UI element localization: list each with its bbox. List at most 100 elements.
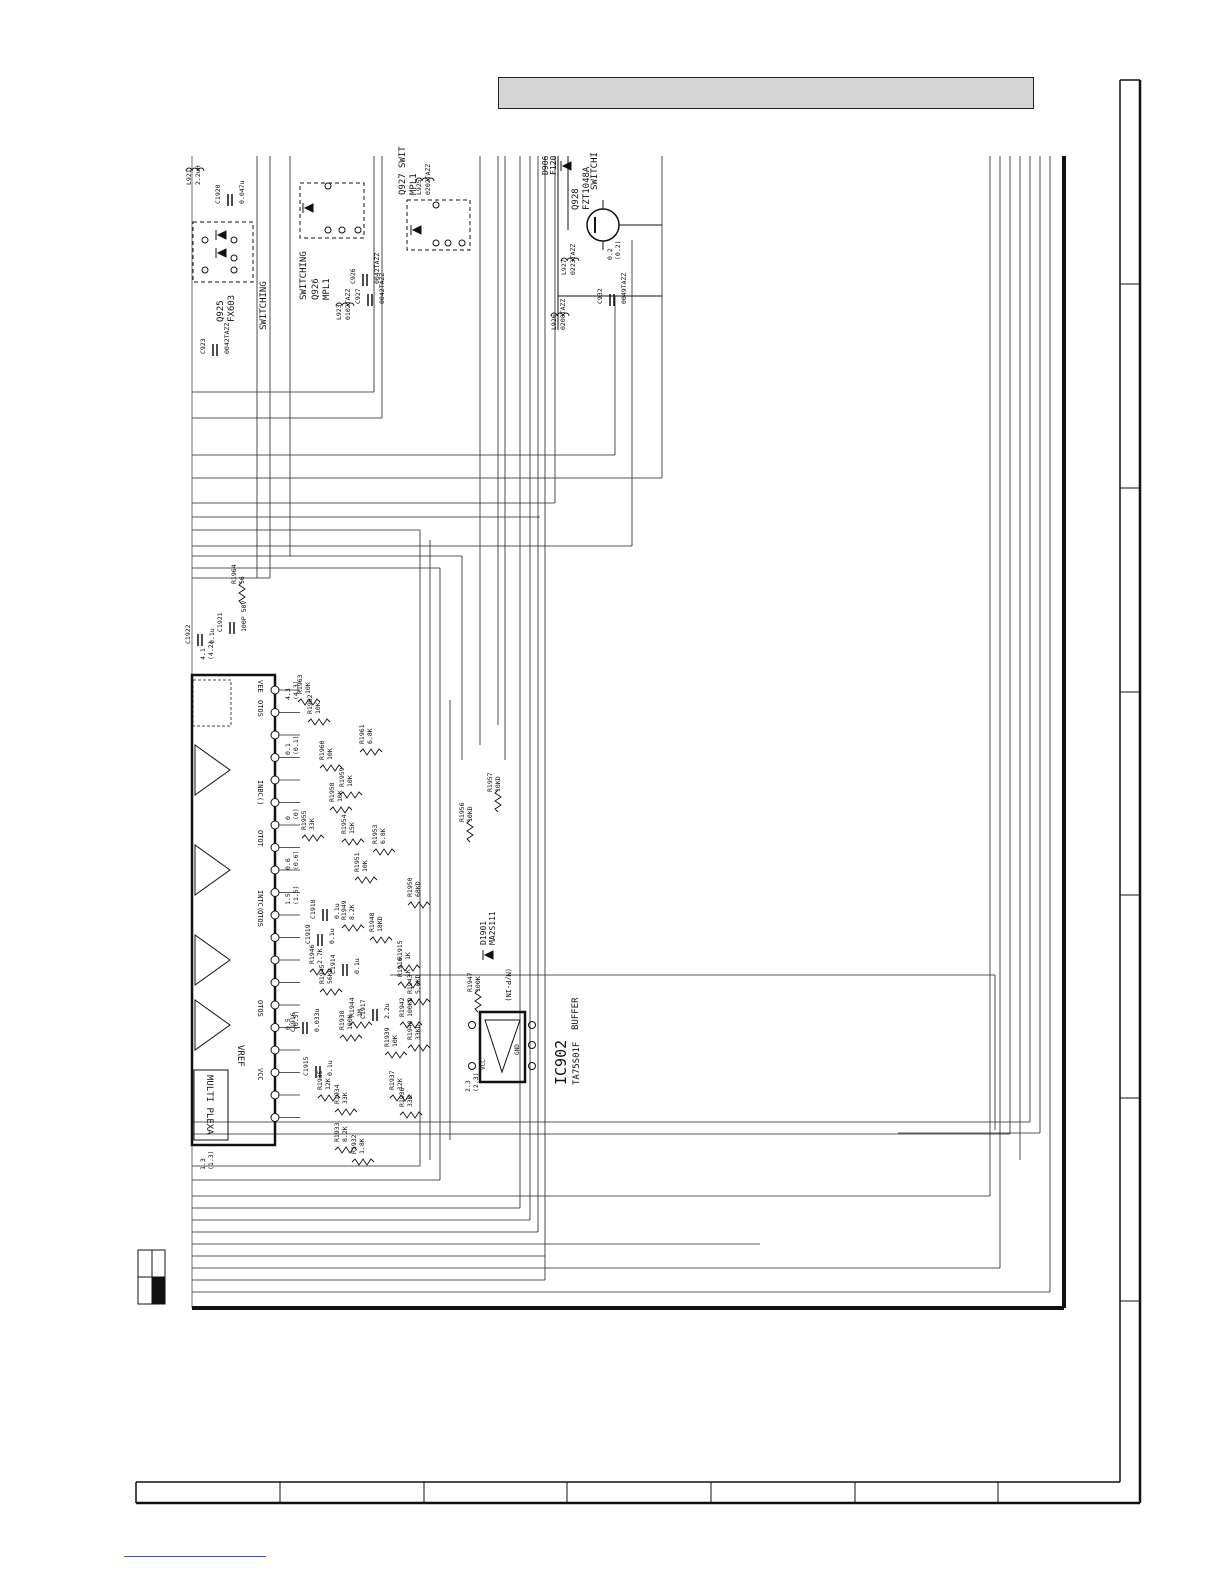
coil-value: 0208TAZZ <box>559 299 567 330</box>
transistor-ref: Q925 <box>216 300 226 322</box>
capacitor-ref: C1914 <box>329 954 337 974</box>
diode-symbols <box>215 161 572 960</box>
resistor-ref: R1947 <box>466 972 474 992</box>
resistor-ref: R1962 <box>306 694 314 714</box>
voltage-label: (0.1) <box>292 735 300 755</box>
sheet-frame <box>135 79 1142 1505</box>
capacitor-ref: C927 <box>354 288 362 304</box>
voltage-label: (4.2) <box>207 640 215 660</box>
footer-link-underline[interactable] <box>124 1556 266 1557</box>
transistor-ref: Q927 <box>398 173 408 195</box>
voltage-label: 0.2 <box>606 248 614 260</box>
resistor-value: 56 <box>238 576 246 584</box>
ic-pin <box>270 753 280 762</box>
capacitor-ref: C923 <box>199 338 207 354</box>
ic-pin <box>270 910 280 920</box>
resistor-value: 33K <box>308 818 316 830</box>
transistor-part: MPL1 <box>322 278 332 300</box>
resistor-symbol <box>354 876 378 884</box>
resistor-ref: R1932 <box>350 1134 358 1154</box>
resistor-symbol <box>334 1108 358 1116</box>
resistor-value: 1K <box>404 952 412 960</box>
resistor-ref: R1961 <box>358 724 366 744</box>
voltage-label: (1.3) <box>207 1150 215 1170</box>
coil-value: 0202TAZZ <box>424 164 432 195</box>
resistor-symbol <box>339 791 363 799</box>
capacitor-ref: C1916 <box>289 1012 297 1032</box>
capacitor-ref: C926 <box>349 268 357 284</box>
voltage-label: (2.3) <box>472 1072 480 1092</box>
resistor-value: 56KD <box>326 968 334 984</box>
resistor-symbol <box>397 981 421 989</box>
resistor-ref: R1916 <box>396 957 404 977</box>
coil-ref: L923 <box>335 304 343 320</box>
resistor-symbol <box>319 764 343 772</box>
resistor-value: 68KD <box>414 881 422 897</box>
diode-part: F120 <box>549 156 558 175</box>
transistor-ref: Q928 <box>571 188 581 210</box>
voltage-label: 0.5 <box>284 1018 292 1030</box>
resistor-value: 10K <box>314 702 322 714</box>
ic-pin-name: VCC <box>256 1068 264 1081</box>
resistor-value: 1.8K <box>358 1138 366 1154</box>
capacitor-value: 0049TAZZ <box>620 273 628 304</box>
resistor-symbol <box>329 806 353 814</box>
transistor-label: SWITCHI <box>590 152 600 190</box>
diode-ref: D1901 <box>479 921 488 945</box>
resistor-ref: R1964 <box>230 564 238 584</box>
resistor-ref: R1915 <box>396 940 404 960</box>
resistor-ref: R1933 <box>333 1122 341 1142</box>
capacitor-value: 0042TAZZ <box>378 273 386 304</box>
coil-symbol <box>335 302 355 307</box>
capacitor-value: 0042TAZZ <box>223 323 231 354</box>
transistor-part: FZT1048A <box>582 166 592 210</box>
resistor-symbol <box>349 1021 373 1029</box>
transistor-label: SWITCHING <box>259 281 269 330</box>
section-title-bar <box>498 77 1034 109</box>
resistor-symbol <box>397 964 421 972</box>
ic-pin <box>270 685 280 695</box>
capacitor-ref: C1921 <box>216 612 224 632</box>
ic-pin-name: INTC() <box>256 890 264 915</box>
resistor-ref: R1945 <box>318 964 326 984</box>
resistor-symbol <box>494 789 502 813</box>
resistor-ref: R1955 <box>300 810 308 830</box>
resistor-symbol <box>389 1094 413 1102</box>
diode-ref: D906 <box>541 156 550 175</box>
capacitor-ref: C1922 <box>184 624 192 644</box>
resistor-symbol <box>384 1051 408 1059</box>
resistor-value: 33K <box>341 1092 349 1104</box>
resistor-value: 6.8K <box>379 828 387 844</box>
ic-pin <box>270 1090 280 1100</box>
resistor-symbol <box>341 924 365 932</box>
resistor-ref: R1940 <box>406 1020 414 1040</box>
capacitor-value: 0042TAZZ <box>373 253 381 284</box>
capacitor: C926 0042TAZZ <box>349 253 381 286</box>
capacitor-ref: C1920 <box>214 184 222 204</box>
resistor-value: 12K <box>396 1078 404 1090</box>
coil-symbol <box>550 312 570 317</box>
ic-pin <box>270 1000 280 1010</box>
